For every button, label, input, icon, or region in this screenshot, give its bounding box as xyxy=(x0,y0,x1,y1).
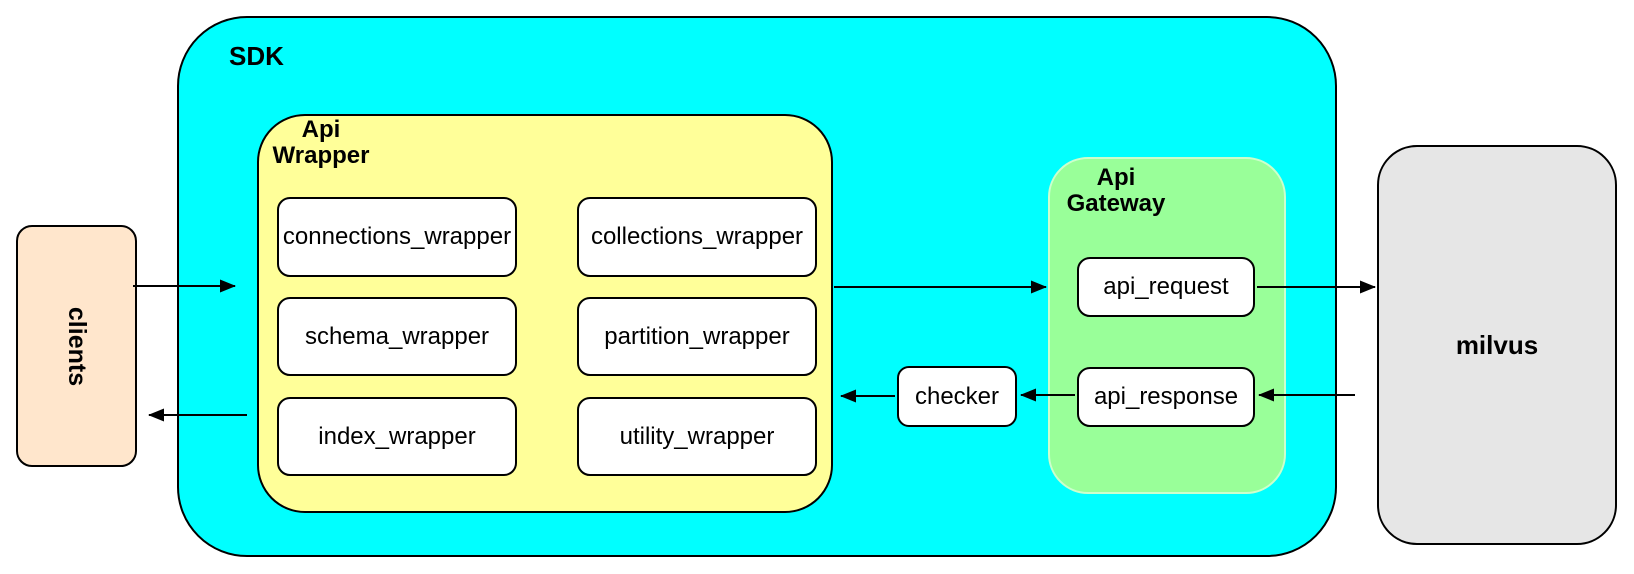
checker-box: checker xyxy=(897,366,1017,427)
partition-wrapper-box: partition_wrapper xyxy=(577,297,817,376)
api-gateway-container xyxy=(1048,157,1286,494)
clients-box: clients xyxy=(16,225,137,467)
index-wrapper-box: index_wrapper xyxy=(277,397,517,476)
connections-wrapper-box: connections_wrapper xyxy=(277,197,517,277)
connections-wrapper-label: connections_wrapper xyxy=(282,223,512,250)
api-response-label: api_response xyxy=(1093,383,1239,410)
utility-wrapper-label: utility_wrapper xyxy=(619,422,775,450)
checker-label: checker xyxy=(914,382,1000,410)
clients-label: clients xyxy=(62,306,91,386)
collections-wrapper-box: collections_wrapper xyxy=(577,197,817,277)
schema-wrapper-box: schema_wrapper xyxy=(277,297,517,376)
sdk-label: SDK xyxy=(229,41,284,71)
api-response-box: api_response xyxy=(1077,367,1255,427)
api-wrapper-label: Api Wrapper xyxy=(272,116,370,169)
api-request-label: api_request xyxy=(1103,273,1229,300)
collections-wrapper-label: collections_wrapper xyxy=(590,223,804,250)
api-gateway-label: Api Gateway xyxy=(1066,164,1166,217)
utility-wrapper-box: utility_wrapper xyxy=(577,397,817,476)
api-request-box: api_request xyxy=(1077,257,1255,317)
partition-wrapper-label: partition_wrapper xyxy=(604,322,790,350)
schema-wrapper-label: schema_wrapper xyxy=(304,322,490,350)
index-wrapper-label: index_wrapper xyxy=(318,422,476,450)
milvus-label: milvus xyxy=(1455,329,1539,360)
milvus-box: milvus xyxy=(1377,145,1617,545)
